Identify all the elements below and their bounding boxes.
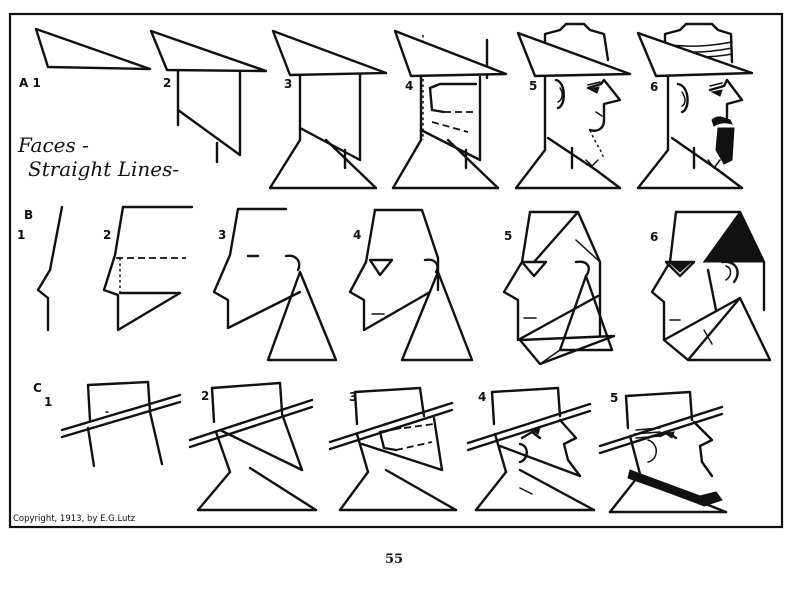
figure-a1 (34, 27, 152, 71)
figure-a2 (149, 29, 268, 164)
row-c-label-5: 5 (610, 391, 618, 405)
row-a-label-1: A 1 (19, 76, 41, 90)
figure-a6 (636, 22, 754, 190)
figure-b6 (650, 210, 772, 362)
page-number: 55 (385, 552, 403, 567)
row-a-label-5: 5 (529, 79, 537, 93)
row-c-label-4: 4 (478, 390, 486, 404)
row-c-label-2: 2 (201, 389, 209, 403)
figure-b2 (102, 205, 194, 332)
copyright-notice: Copyright, 1913, by E.G.Lutz (13, 514, 136, 524)
figure-b4 (348, 208, 474, 362)
figure-c1 (60, 380, 182, 468)
row-c-label-3: 3 (349, 390, 357, 404)
row-a: A 1 2 3 4 5 6 (17, 22, 754, 190)
figure-a4 (391, 29, 508, 190)
row-c: C 1 2 3 4 5 (33, 380, 728, 514)
row-b: B 1 2 3 4 5 6 (17, 205, 772, 366)
figure-c2 (188, 381, 318, 512)
figure-b1 (36, 205, 64, 332)
row-c-letter: C (33, 381, 42, 395)
row-a-label-3: 3 (284, 77, 292, 91)
figure-a3 (268, 29, 388, 190)
row-b-letter: B (24, 208, 33, 222)
figure-a5 (514, 22, 632, 190)
figure-b3 (212, 207, 338, 362)
title-straight-lines: Straight Lines- (28, 157, 179, 181)
row-b-label-2: 2 (103, 228, 111, 242)
figure-c5 (598, 390, 728, 514)
figure-c3 (328, 386, 458, 512)
row-b-label-3: 3 (218, 228, 226, 242)
row-b-label-1: 1 (17, 228, 25, 242)
row-c-label-1: 1 (44, 395, 52, 409)
title-faces: Faces - (17, 133, 89, 157)
figure-c4 (466, 386, 596, 512)
figure-b5 (502, 210, 616, 366)
plate-border (8, 12, 784, 529)
row-b-label-4: 4 (353, 228, 361, 242)
row-b-label-5: 5 (504, 229, 512, 243)
row-a-label-4: 4 (405, 79, 413, 93)
row-a-label-6: 6 (650, 80, 658, 94)
row-b-label-6: 6 (650, 230, 658, 244)
row-a-label-2: 2 (163, 76, 171, 90)
